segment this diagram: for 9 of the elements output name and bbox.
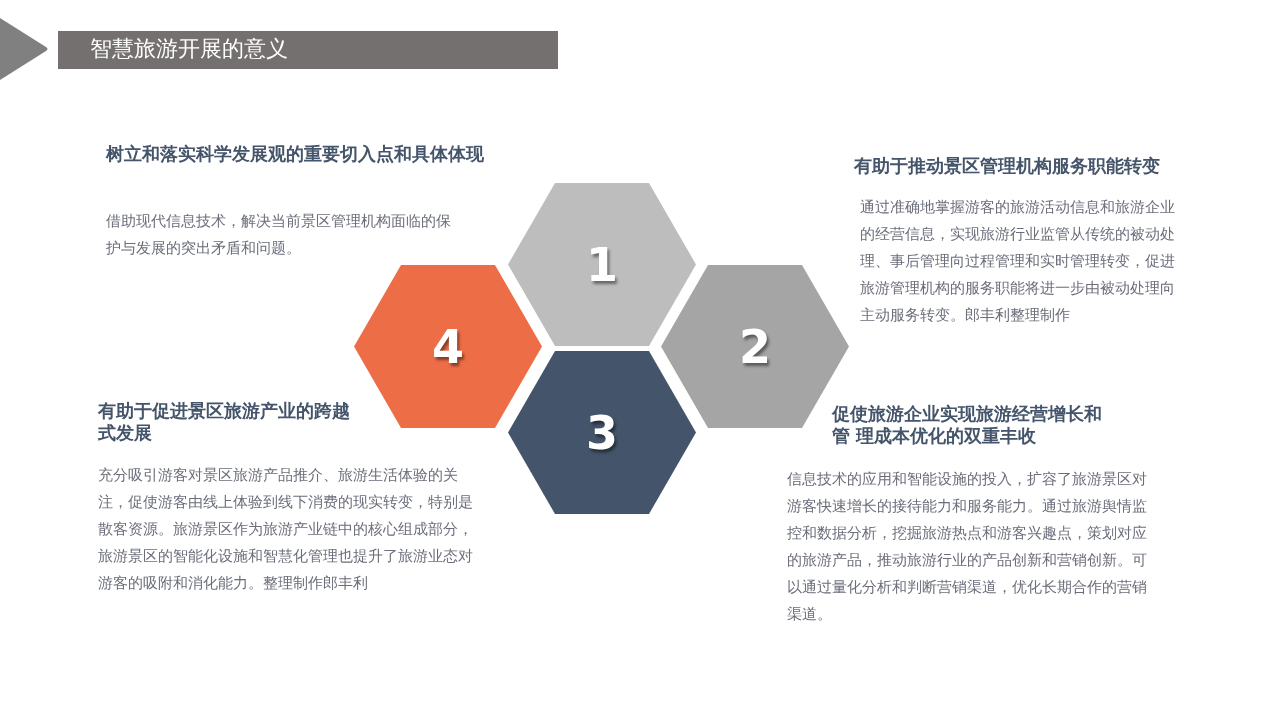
paragraph: 充分吸引游客对景区旅游产品推介、旅游生活体验的关注，促使游客由线上体验到线下消费的现实转变，特别是散客资源。旅游景区作为旅游产业链中的核心组成部分，旅游景区的智能化设施和智慧化管理也提升了旅游业态对游客的吸附和消化能力。整理制作郎丰利 [98,466,474,593]
heading: 有助于推动景区管理机构服务职能转变 [854,155,1161,177]
title-bar: 智慧旅游开展的意义 [58,31,558,69]
paragraph: 信息技术的应用和智能设施的投入，扩容了旅游景区对游客快速增长的接待能力和服务能力。通过旅游舆情监控和数据分析，挖掘旅游热点和游客兴趣点，策划对应的旅游产品，推动旅游行业的产品创新和营销创新。可以通过量化分析和判断营销渠道，优化长期合作的营销渠道。 [787,470,1148,624]
paragraph: 借助现代信息技术，解决当前景区管理机构面临的保护与发展的突出矛盾和问题。 [106,212,452,258]
heading: 树立和落实科学发展观的重要切入点和具体体现 [106,143,485,165]
heading: 促使旅游企业实现旅游经营增长和管 理成本优化的双重丰收 [832,403,1103,447]
heading: 有助于促进景区旅游产业的跨越式发展 [98,400,351,444]
paragraph: 通过准确地掌握游客的旅游活动信息和旅游企业的经营信息，实现旅游行业监管从传统的被动处理、事后管理向过程管理和实时管理转变，促进旅游管理机构的服务职能将进一步由被动处理向主动服务转变。郎丰利整理制作 [860,198,1176,325]
